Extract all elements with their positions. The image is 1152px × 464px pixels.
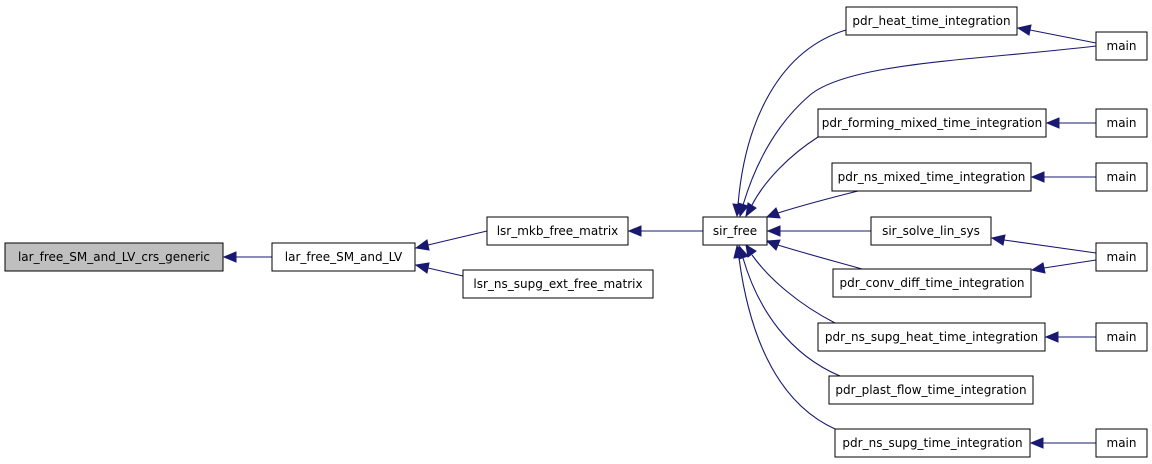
edge-main-1-to-pdr-heat (1016, 24, 1097, 44)
node-sir-solve-lin-sys[interactable]: sir_solve_lin_sys (870, 216, 992, 246)
svg-text:pdr_ns_mixed_time_integration: pdr_ns_mixed_time_integration (838, 170, 1026, 184)
node-lsr-ns-supg-ext-free-matrix[interactable]: lsr_ns_supg_ext_free_matrix (462, 269, 654, 299)
node-main-3[interactable]: main (1095, 162, 1148, 192)
svg-text:pdr_ns_supg_heat_time_integrat: pdr_ns_supg_heat_time_integration (825, 330, 1038, 344)
edge-pdr-plast-flow-to-sir-free (738, 244, 841, 377)
node-lsr-mkb-free-matrix[interactable]: lsr_mkb_free_matrix (486, 216, 629, 246)
edge-main-4-to-pdr-conv-diff (1030, 259, 1097, 274)
svg-text:lsr_ns_supg_ext_free_matrix: lsr_ns_supg_ext_free_matrix (473, 277, 642, 291)
svg-text:main: main (1107, 330, 1137, 344)
svg-text:sir_free: sir_free (713, 224, 757, 238)
edge-main-2-to-pdr-forming (1045, 117, 1096, 129)
node-main-4[interactable]: main (1095, 242, 1148, 272)
edge-lsr-mkb-free-matrix-to-lar-free-sm-and-lv (414, 230, 488, 251)
node-main-6[interactable]: main (1095, 428, 1148, 458)
svg-text:main: main (1107, 39, 1137, 53)
node-pdr-ns-supg-time-integration[interactable]: pdr_ns_supg_time_integration (834, 428, 1031, 458)
svg-text:main: main (1107, 250, 1137, 264)
svg-text:lar_free_SM_and_LV: lar_free_SM_and_LV (285, 250, 403, 264)
node-pdr-heat-time-integration[interactable]: pdr_heat_time_integration (845, 6, 1018, 36)
edge-lar-free-sm-and-lv-to-crs-generic (222, 251, 272, 263)
edge-main-5-to-pdr-ns-supg-heat (1044, 331, 1096, 343)
edge-pdr-ns-supg-to-sir-free (733, 244, 846, 434)
svg-text:pdr_heat_time_integration: pdr_heat_time_integration (852, 14, 1010, 28)
edge-pdr-ns-mixed-to-sir-free (765, 189, 863, 219)
svg-text:lsr_mkb_free_matrix: lsr_mkb_free_matrix (497, 224, 619, 238)
node-pdr-conv-diff-time-integration[interactable]: pdr_conv_diff_time_integration (832, 268, 1032, 298)
edges (222, 24, 1097, 449)
svg-text:main: main (1107, 116, 1137, 130)
edge-main-1-to-sir-free (737, 45, 1097, 218)
svg-text:pdr_conv_diff_time_integration: pdr_conv_diff_time_integration (839, 276, 1024, 290)
edge-sir-solve-lin-sys-to-sir-free (766, 225, 871, 237)
edge-main-3-to-pdr-ns-mixed (1030, 171, 1096, 183)
node-main-2[interactable]: main (1095, 108, 1148, 138)
svg-text:pdr_ns_supg_time_integration: pdr_ns_supg_time_integration (842, 436, 1022, 450)
svg-text:main: main (1107, 170, 1137, 184)
node-lar-free-sm-and-lv-crs-generic[interactable]: lar_free_SM_and_LV_crs_generic (4, 242, 224, 272)
node-pdr-plast-flow-time-integration[interactable]: pdr_plast_flow_time_integration (828, 375, 1034, 405)
node-pdr-forming-mixed-time-integration[interactable]: pdr_forming_mixed_time_integration (817, 108, 1047, 138)
node-main-1[interactable]: main (1095, 31, 1148, 61)
edge-pdr-conv-diff-to-sir-free (765, 239, 863, 270)
edge-main-6-to-pdr-ns-supg (1029, 437, 1096, 449)
svg-text:main: main (1107, 436, 1137, 450)
edge-pdr-ns-supg-heat-to-sir-free (745, 244, 836, 324)
node-main-5[interactable]: main (1095, 322, 1148, 352)
edge-main-4-to-sir-solve-lin-sys (990, 234, 1097, 254)
svg-text:pdr_forming_mixed_time_integra: pdr_forming_mixed_time_integration (822, 116, 1043, 130)
node-pdr-ns-mixed-time-integration[interactable]: pdr_ns_mixed_time_integration (831, 162, 1032, 192)
node-sir-free[interactable]: sir_free (702, 216, 768, 246)
edge-sir-free-to-lsr-mkb-free-matrix (627, 225, 703, 237)
svg-text:sir_solve_lin_sys: sir_solve_lin_sys (882, 224, 980, 238)
svg-text:pdr_plast_flow_time_integratio: pdr_plast_flow_time_integration (835, 383, 1026, 397)
node-lar-free-sm-and-lv[interactable]: lar_free_SM_and_LV (271, 242, 416, 272)
edge-pdr-forming-to-sir-free (745, 136, 819, 218)
edge-lsr-ns-supg-ext-free-matrix-to-lar-free-sm-and-lv (414, 262, 464, 277)
node-pdr-ns-supg-heat-time-integration[interactable]: pdr_ns_supg_heat_time_integration (817, 322, 1046, 352)
svg-text:lar_free_SM_and_LV_crs_generic: lar_free_SM_and_LV_crs_generic (18, 250, 210, 264)
